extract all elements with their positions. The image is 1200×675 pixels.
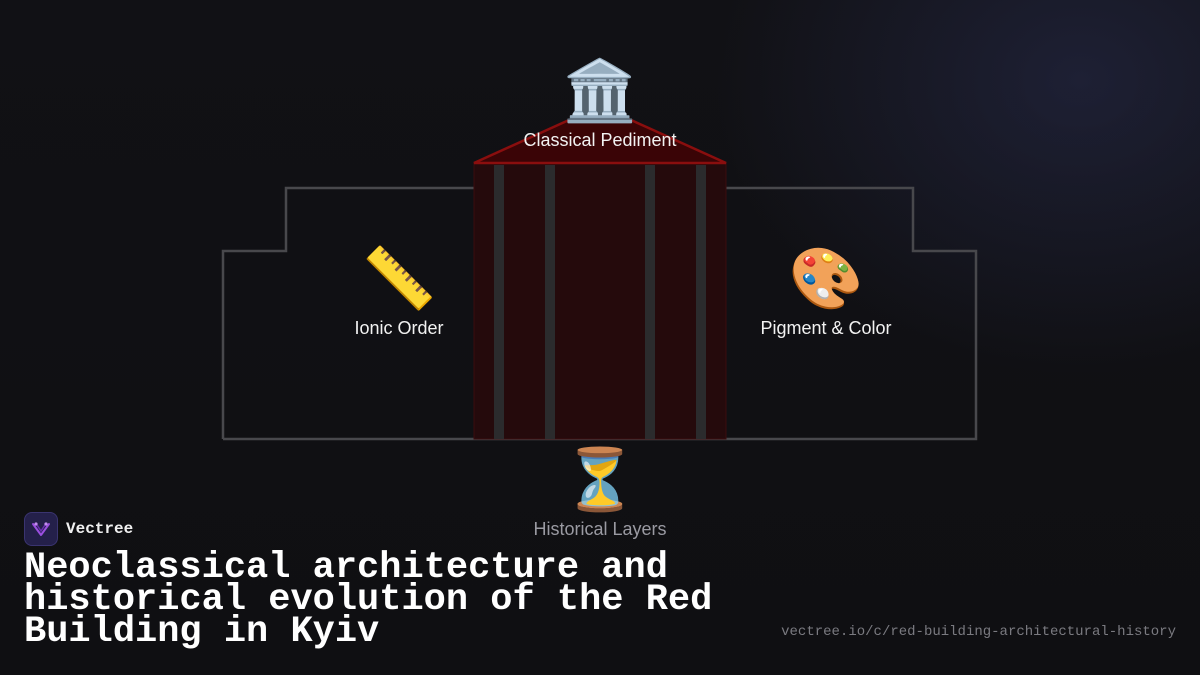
brand-name: Vectree — [66, 520, 134, 538]
building-outline — [221, 186, 978, 441]
pediment-shape — [473, 104, 727, 165]
central-facade — [473, 162, 727, 440]
source-url: vectree.io/c/red-building-architectural-… — [781, 624, 1176, 640]
node-pigment-color: 🎨 Pigment & Color — [716, 246, 936, 339]
node-ionic-order: 📏 Ionic Order — [289, 246, 509, 339]
column — [645, 165, 655, 439]
hourglass-icon: ⏳ — [562, 445, 638, 515]
palette-icon: 🎨 — [788, 244, 864, 314]
column — [494, 165, 504, 439]
node-label: Classical Pediment — [523, 130, 677, 150]
classical-building-icon: 🏛️ — [562, 56, 638, 126]
node-classical-pediment: 🏛️ Classical Pediment — [490, 58, 710, 151]
node-label: Ionic Order — [354, 318, 444, 338]
node-label: Historical Layers — [533, 519, 667, 539]
brand: Vectree — [24, 512, 133, 546]
node-label: Pigment & Color — [760, 318, 892, 338]
vectree-logo-icon — [24, 512, 58, 546]
node-historical-layers: ⏳ Historical Layers — [490, 447, 710, 540]
page-title: Neoclassical architecture and historical… — [24, 547, 713, 653]
column — [696, 165, 706, 439]
ruler-icon: 📏 — [361, 244, 437, 314]
column — [545, 165, 555, 439]
